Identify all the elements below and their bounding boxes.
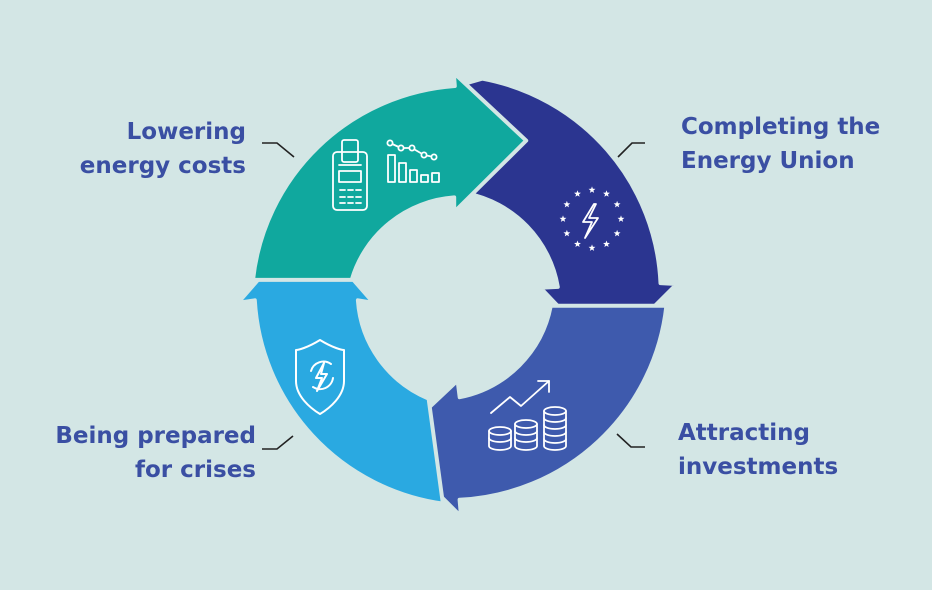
label-energy-costs: Lowering energy costs [80, 115, 246, 183]
label-crises-line-1: Being prepared [55, 423, 256, 449]
label-crises-line-2: for crises [135, 457, 256, 483]
label-investments-line-1: Attracting [678, 420, 811, 446]
star-icon [574, 190, 581, 197]
label-energy-costs-line-1: Lowering [126, 119, 246, 145]
label-energy-union-line-2: Energy Union [681, 148, 855, 174]
eu-stars-lightning-icon [559, 186, 625, 251]
connector-lines [262, 142, 645, 450]
shield-lightning-icon [295, 339, 345, 415]
label-crises: Being prepared for crises [55, 419, 256, 487]
connector-energy-union [617, 142, 645, 158]
star-icon [588, 186, 596, 193]
label-energy-union-line-1: Completing the [681, 114, 881, 140]
arrow-investments [387, 303, 669, 519]
label-energy-costs-line-2: energy costs [79, 153, 246, 179]
star-icon [563, 200, 571, 208]
coins-growth-icon [488, 380, 567, 451]
star-icon [603, 190, 610, 197]
connector-energy-costs [262, 142, 295, 158]
star-icon [603, 240, 610, 248]
arrow-energy-costs [251, 70, 529, 282]
star-icon [613, 229, 621, 237]
star-icon [574, 240, 581, 248]
label-investments: Attracting investments [678, 416, 838, 484]
star-icon [617, 215, 625, 222]
calculator-chart-icon [332, 139, 440, 211]
star-ring [559, 186, 625, 251]
arrow-crises [236, 223, 445, 506]
label-energy-union: Completing the Energy Union [681, 110, 880, 178]
label-investments-line-2: investments [678, 454, 839, 480]
connector-crises [262, 435, 294, 450]
connector-investments [616, 433, 645, 448]
star-icon [559, 215, 567, 222]
star-icon [613, 200, 621, 208]
star-icon [588, 244, 596, 251]
star-icon [563, 229, 571, 237]
